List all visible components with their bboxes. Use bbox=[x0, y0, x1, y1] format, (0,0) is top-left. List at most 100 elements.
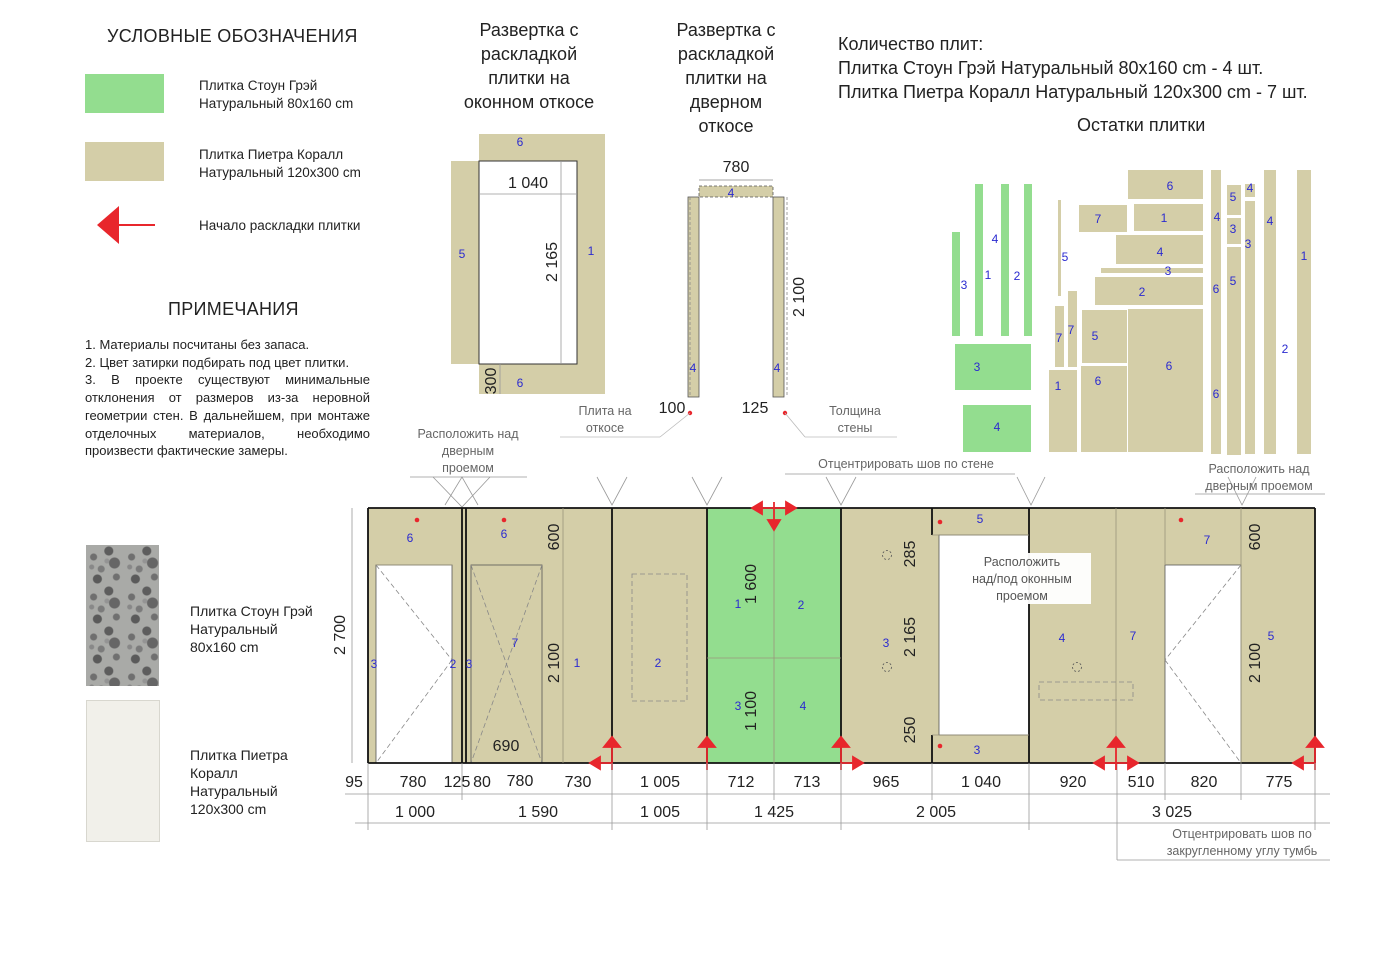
remnant-piece bbox=[955, 344, 1031, 390]
svg-text:6: 6 bbox=[501, 527, 508, 541]
sample-line: 80x160 cm bbox=[190, 639, 259, 655]
legend-swatch-beige bbox=[85, 142, 164, 181]
legend-swatch-green bbox=[85, 74, 164, 113]
pietra-coral-sample bbox=[86, 700, 160, 842]
note-text: проемом bbox=[442, 461, 494, 475]
svg-text:7: 7 bbox=[1068, 323, 1075, 337]
svg-text:3: 3 bbox=[961, 278, 968, 292]
piece-label: 4 bbox=[774, 361, 781, 375]
window-slope-title: Развертка с раскладкой плитки на оконном… bbox=[440, 18, 618, 114]
svg-text:3: 3 bbox=[735, 699, 742, 713]
slab-label: откосе bbox=[586, 421, 624, 435]
legend-title: УСЛОВНЫЕ ОБОЗНАЧЕНИЯ bbox=[107, 26, 358, 46]
dim-label: 80 bbox=[473, 774, 491, 791]
title-line: плитки на bbox=[488, 68, 570, 88]
legend-label: Плитка Пиетра Коралл bbox=[199, 147, 344, 162]
dim-label: 775 bbox=[1266, 774, 1293, 791]
sample-line: Плитка Стоун Грэй bbox=[190, 603, 313, 619]
svg-text:3: 3 bbox=[1245, 237, 1252, 251]
svg-text:6: 6 bbox=[1167, 179, 1174, 193]
dim-label: 95 bbox=[345, 774, 363, 791]
note-text: проемом bbox=[996, 589, 1048, 603]
dim-label: 920 bbox=[1060, 774, 1087, 791]
dim-label: 780 bbox=[400, 774, 427, 791]
dim-label: 965 bbox=[873, 774, 900, 791]
dim-door-width: 780 bbox=[723, 159, 750, 176]
note-text: Отцентрировать шов по bbox=[1172, 827, 1312, 841]
svg-text:1: 1 bbox=[1161, 211, 1168, 225]
sample-line: Натуральный bbox=[190, 783, 278, 799]
svg-text:7: 7 bbox=[1056, 331, 1063, 345]
svg-text:3: 3 bbox=[974, 360, 981, 374]
piece-label: 5 bbox=[459, 247, 466, 261]
svg-text:3: 3 bbox=[1230, 222, 1237, 236]
tile-piece bbox=[698, 185, 774, 198]
svg-text:2: 2 bbox=[1014, 269, 1021, 283]
dim-label: 510 bbox=[1128, 774, 1155, 791]
dim-window-height: 2 165 bbox=[544, 242, 561, 282]
dim-door-right: 125 bbox=[742, 400, 769, 417]
door-slope-drawing: 4 4 4 780 2 100 100 125 Плита на откосе … bbox=[560, 159, 897, 438]
note-text: Отцентрировать шов по стене bbox=[818, 457, 994, 471]
title-line: оконном откосе bbox=[463, 92, 595, 112]
remnant-piece bbox=[1001, 184, 1009, 336]
quantity-line: Плитка Пиетра Коралл Натуральный 120x300… bbox=[838, 82, 1308, 102]
door-slope-title: Развертка с раскладкой плитки на дверном… bbox=[640, 18, 812, 138]
svg-text:1: 1 bbox=[985, 268, 992, 282]
svg-text:3: 3 bbox=[1165, 264, 1172, 278]
piece-label: 4 bbox=[728, 186, 735, 200]
remnant-piece bbox=[952, 232, 960, 336]
svg-text:1: 1 bbox=[735, 597, 742, 611]
svg-text:7: 7 bbox=[1095, 212, 1102, 226]
svg-text:5: 5 bbox=[977, 512, 984, 526]
svg-text:7: 7 bbox=[512, 636, 519, 650]
svg-text:5: 5 bbox=[1268, 629, 1275, 643]
wall-thickness-label: стены bbox=[838, 421, 873, 435]
svg-text:1: 1 bbox=[1055, 379, 1062, 393]
svg-text:1: 1 bbox=[574, 656, 581, 670]
window-slope-drawing: 6 5 1 6 1 040 2 165 300 bbox=[451, 134, 605, 394]
remnant-piece bbox=[963, 405, 1031, 452]
quantity-line: Плитка Стоун Грэй Натуральный 80x160 cm … bbox=[838, 58, 1264, 78]
dim-label: 250 bbox=[902, 717, 919, 744]
svg-text:1: 1 bbox=[1301, 249, 1308, 263]
dim-label: 1 590 bbox=[518, 804, 558, 821]
remnants-title: Остатки плитки bbox=[1077, 115, 1206, 135]
tile-piece bbox=[479, 134, 605, 161]
dim-label: 1 005 bbox=[640, 774, 680, 791]
dim-door-height: 2 100 bbox=[791, 277, 808, 317]
note-item: 3. В проекте существуют минимальные откл… bbox=[85, 372, 370, 459]
dim-label: 780 bbox=[507, 773, 534, 790]
svg-text:2: 2 bbox=[450, 657, 457, 671]
dim-window-width: 1 040 bbox=[508, 175, 548, 192]
dim-label: 600 bbox=[546, 524, 563, 551]
quantity-block: Количество плит: Плитка Стоун Грэй Натур… bbox=[838, 32, 1308, 104]
legend-label: Натуральный 80x160 cm bbox=[199, 96, 354, 111]
svg-text:3: 3 bbox=[466, 657, 473, 671]
dim-label: 2 100 bbox=[1247, 643, 1264, 683]
piece-label: 6 bbox=[517, 135, 524, 149]
piece-label: 4 bbox=[690, 361, 697, 375]
dim-label: 600 bbox=[1247, 524, 1264, 551]
dim-label: 125 bbox=[444, 774, 471, 791]
svg-text:5: 5 bbox=[1062, 250, 1069, 264]
note-text: закругленному углу тумбь bbox=[1167, 844, 1318, 858]
door-opening-1 bbox=[375, 564, 453, 764]
note-text: Расположить над bbox=[1208, 462, 1310, 476]
dim-label: 2 165 bbox=[902, 617, 919, 657]
dim-door-left: 100 bbox=[659, 400, 686, 417]
note-item: 1. Материалы посчитаны без запаса. bbox=[85, 337, 310, 352]
notes-list: 1. Материалы посчитаны без запаса. 2. Цв… bbox=[85, 336, 370, 460]
dim-label: 713 bbox=[794, 774, 821, 791]
notes-title: ПРИМЕЧАНИЯ bbox=[168, 299, 299, 319]
sample-line: 120x300 cm bbox=[190, 801, 267, 817]
svg-text:5: 5 bbox=[1230, 190, 1237, 204]
note-text: дверным проемом bbox=[1205, 479, 1312, 493]
svg-text:5: 5 bbox=[1230, 274, 1237, 288]
svg-text:7: 7 bbox=[1130, 629, 1137, 643]
legend-item-start: Начало раскладки плитки bbox=[199, 218, 361, 233]
svg-text:2: 2 bbox=[1139, 285, 1146, 299]
dim-label: 690 bbox=[493, 738, 520, 755]
title-line: откосе bbox=[698, 116, 754, 136]
title-line: раскладкой bbox=[480, 44, 578, 64]
